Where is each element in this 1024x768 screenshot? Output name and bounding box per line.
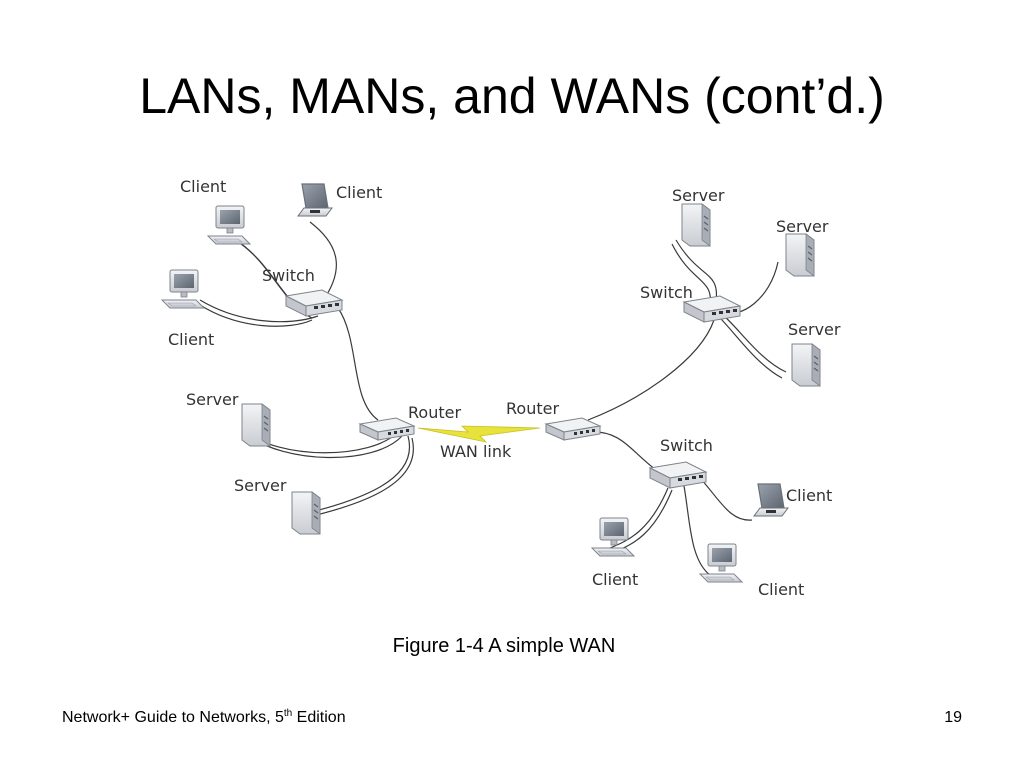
network-diagram: Client Client Client Switch Server Serve…	[161, 177, 841, 599]
footer-book-title: Network+ Guide to Networks, 5th Edition	[62, 708, 346, 728]
tower-server-icon	[791, 343, 821, 387]
laptop-icon	[297, 183, 333, 217]
label-lan-a-client-2: Client	[336, 183, 382, 202]
label-lan-a-client-3: Client	[168, 330, 214, 349]
label-lan-a-switch: Switch	[262, 266, 315, 285]
label-wan-link: WAN link	[440, 442, 512, 461]
label-lan-b-server-1: Server	[672, 186, 725, 205]
label-lan-b-client-1: Client	[786, 486, 832, 505]
footer-book-title-edition: Edition	[292, 709, 346, 726]
cable-switchbottom-client2	[683, 485, 711, 576]
cable-client3-switch	[199, 304, 313, 327]
cable-switchbottom-client1	[609, 487, 669, 549]
tower-server-icon	[241, 403, 271, 447]
desktop-computer-icon	[699, 543, 743, 583]
laptop-icon	[753, 483, 789, 517]
label-lan-a-router: Router	[408, 403, 461, 422]
cable-switchbottom-laptop	[699, 477, 753, 521]
network-switch-icon	[649, 461, 707, 489]
label-lan-a-server-1: Server	[186, 390, 239, 409]
desktop-computer-icon	[207, 205, 251, 245]
tower-server-icon	[785, 233, 815, 277]
page-number: 19	[944, 709, 962, 726]
cable-router-switchbottom	[589, 431, 657, 471]
label-lan-b-server-3: Server	[788, 320, 841, 339]
label-lan-a-client-1: Client	[180, 177, 226, 196]
label-lan-b-server-2: Server	[776, 217, 829, 236]
cable-server3-switchtop	[723, 315, 787, 373]
cable-server2-router	[299, 435, 411, 516]
footer-book-title-superscript: th	[283, 708, 293, 719]
label-lan-b-switch-bottom: Switch	[660, 436, 713, 455]
cable-laptop-switch	[309, 221, 337, 303]
footer-book-title-main: Network+ Guide to Networks, 5	[62, 709, 284, 726]
router-icon	[545, 417, 601, 441]
desktop-computer-icon	[591, 517, 635, 557]
cable-server1-switchtop	[675, 239, 718, 303]
label-lan-b-switch-top: Switch	[640, 283, 693, 302]
router-icon	[359, 417, 415, 441]
label-lan-b-client-3: Client	[758, 580, 804, 599]
tower-server-icon	[681, 203, 711, 247]
figure-caption: Figure 1-4 A simple WAN	[392, 635, 616, 657]
desktop-computer-icon	[161, 269, 205, 309]
label-lan-b-router: Router	[506, 399, 559, 418]
slide-title: LANs, MANs, and WANs (cont’d.)	[139, 68, 885, 124]
label-lan-b-client-2: Client	[592, 570, 638, 589]
cable-switch-router	[337, 307, 379, 421]
tower-server-icon	[291, 491, 321, 535]
cable-router-switchtop	[587, 319, 715, 421]
network-switch-icon	[285, 289, 343, 317]
label-lan-a-server-2: Server	[234, 476, 287, 495]
lightning-link-icon	[417, 425, 541, 443]
